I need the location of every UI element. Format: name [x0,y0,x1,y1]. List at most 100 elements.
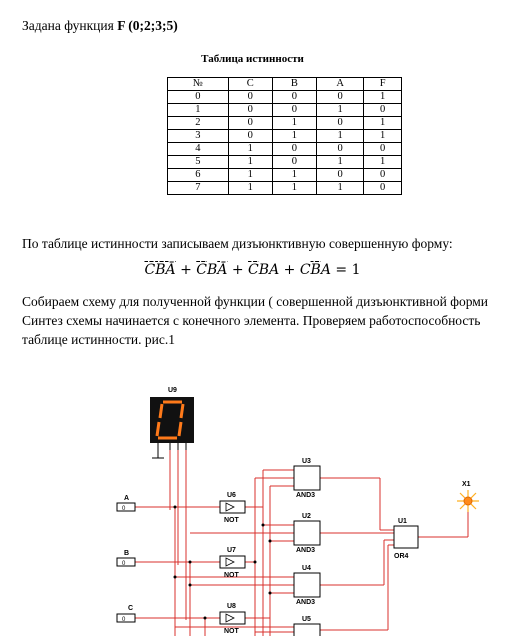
cell-f: 0 [363,103,402,117]
cell-f: 1 [363,155,402,169]
header-b: B [271,77,317,91]
input-a-label: A [124,495,129,502]
cell-c: 0 [227,103,273,117]
header-c: C [227,77,273,91]
term-2: C̄BĀ [196,262,227,278]
or-u1-type: OR4 [394,553,409,560]
and-u5-ref: U5 [302,616,311,623]
function-spec: F (0;2;3;5) [117,18,178,33]
output-lamp-x1[interactable]: X1 [457,481,479,512]
cell-f: 1 [363,129,402,143]
and-u4-ref: U4 [302,565,311,572]
term-2-b: B [206,262,218,278]
term-3-a: A [269,262,280,278]
cell-b: 1 [271,129,317,143]
term-3-c: C̄ [248,262,259,278]
input-a-value: 0 [122,506,126,512]
input-b[interactable]: B 0 [116,550,136,567]
cell-num: 2 [167,116,229,130]
cell-b: 1 [271,116,317,130]
display-ref: U9 [168,387,177,394]
and-u2-type: AND3 [296,547,315,554]
intro-text: Задана функция F (0;2;3;5) [22,18,178,34]
cell-c: 0 [227,116,273,130]
input-b-value: 0 [122,561,126,567]
plus-2: + [231,262,244,278]
not-u7-type: NOT [224,572,240,579]
cell-a: 1 [315,103,365,117]
header-a: A [315,77,365,91]
cell-b: 1 [271,168,317,182]
wires [135,450,469,636]
and-u3-type: AND3 [296,492,315,499]
cell-num: 5 [167,155,229,169]
cell-a: 0 [315,90,365,104]
cell-c: 0 [227,90,273,104]
and-gate-u2[interactable]: U2 AND3 [293,513,321,554]
input-c-label: C [128,605,133,612]
cell-num: 6 [167,168,229,182]
cell-b: 1 [271,181,317,195]
term-1: C̄B̄Ā [144,262,175,278]
term-1-c: C̄ [144,262,156,278]
lamp-ref: X1 [462,481,471,488]
display-pins [152,443,187,459]
cell-c: 1 [227,181,273,195]
formula: C̄B̄Ā + C̄BĀ + C̄BA + CB̄A = 1 [0,262,505,278]
cell-num: 7 [167,181,229,195]
term-4-b: B̄ [310,262,321,278]
cell-c: 1 [227,155,273,169]
input-c[interactable]: C 0 [116,605,136,623]
cell-b: 0 [271,103,317,117]
term-3: C̄BA [248,262,279,278]
not-u6-type: NOT [224,517,240,524]
or-gate-u1[interactable]: U1 OR4 [393,518,419,560]
cell-a: 0 [315,168,365,182]
and-gate-u4[interactable]: U4 AND3 [293,565,321,606]
and-u4-type: AND3 [296,599,315,606]
not-gate-u8[interactable]: U8 NOT [219,603,246,635]
not-u6-ref: U6 [227,492,236,499]
and-u3-ref: U3 [302,458,311,465]
cell-num: 4 [167,142,229,156]
cell-a: 1 [315,129,365,143]
cell-b: 0 [271,142,317,156]
and-gate-u5[interactable]: U5 [293,616,321,636]
cell-num: 1 [167,103,229,117]
and-gate-u3[interactable]: U3 AND3 [293,458,321,499]
paragraph-dnf: По таблице истинности записываем дизъюнк… [22,236,453,251]
cell-a: 1 [315,155,365,169]
plus-3: + [283,262,296,278]
cell-f: 1 [363,90,402,104]
cell-c: 1 [227,142,273,156]
paragraph-synthesis: Синтез схемы начинается с конечного элем… [22,313,481,328]
junctions [173,505,272,620]
table-header-row: № C B A F [167,77,402,91]
cell-f: 1 [363,116,402,130]
term-1-a: Ā [165,262,176,278]
plus-1: + [180,262,192,278]
cell-b: 0 [271,90,317,104]
not-gate-u6[interactable]: U6 NOT [219,492,246,524]
term-1-b: B̄ [155,262,166,278]
not-u8-type: NOT [224,628,240,635]
cell-a: 0 [315,116,365,130]
paragraph-build: Собираем схему для полученной функции ( … [22,294,489,309]
term-3-b: B [258,262,270,278]
input-a[interactable]: A 0 [116,495,136,512]
header-number: № [167,77,229,91]
term-4-a: A [320,262,331,278]
term-2-c: C̄ [196,262,207,278]
cell-c: 0 [227,129,273,143]
not-gate-u7[interactable]: U7 NOT [219,547,246,579]
and-u2-ref: U2 [302,513,311,520]
logic-schematic: U9 [116,387,479,636]
cell-b: 0 [271,155,317,169]
